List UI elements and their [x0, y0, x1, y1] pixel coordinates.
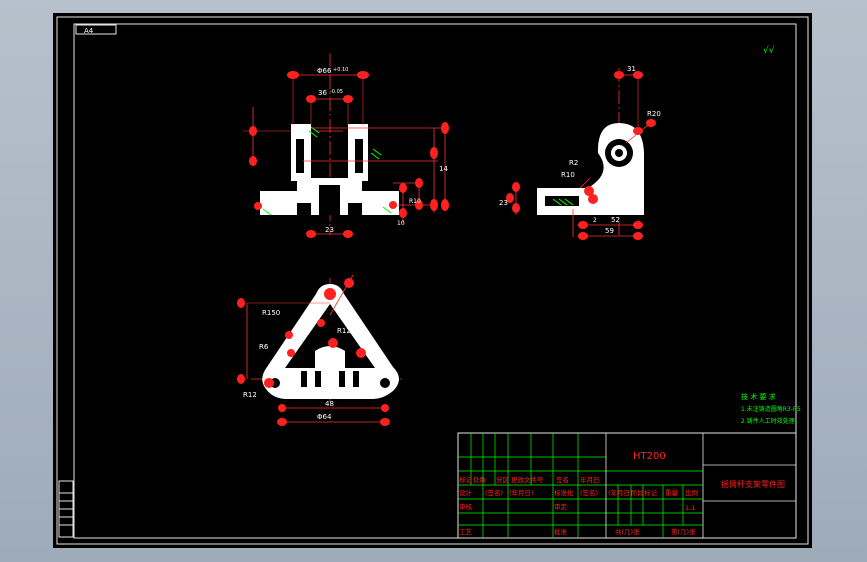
weight-label: 重量 — [665, 489, 679, 497]
design-sign: (签名) — [485, 488, 503, 497]
dim-phi64: Φ64 — [317, 413, 332, 421]
hdr-zone: 分区 — [496, 475, 510, 484]
dim-36-tol: -0.05 — [330, 89, 343, 95]
dim-r6: R6 — [259, 343, 269, 351]
hdr-mark: 标记 — [459, 475, 473, 484]
hdr-docno: 更改文件号 — [511, 475, 544, 484]
tech-note-1: 1.未注铸造圆角R3-R5 — [741, 405, 801, 413]
title-block: HT200 摇臂杆支架零件图 标记 处数 分区 更改文件号 签名 年月日 设计 … — [457, 432, 797, 539]
hdr-count: 处数 — [473, 475, 487, 484]
left-margin-strip — [58, 480, 74, 538]
hdr-date: 年月日 — [580, 475, 600, 484]
corner-tag: A4 — [84, 27, 94, 35]
dim-r2: R2 — [569, 159, 578, 167]
dim-r10: R10 — [409, 198, 421, 205]
side-view: 31 R20 R2 R10 2 52 59 23 — [499, 65, 661, 240]
approve-final-label: 审定 — [554, 502, 568, 511]
dim-14: 14 — [439, 165, 448, 173]
std-sign: (签名) — [580, 488, 598, 497]
approve-label: 批准 — [554, 527, 568, 536]
design-label: 设计 — [459, 488, 473, 497]
hdr-sign: 签名 — [556, 475, 569, 484]
dim-31: 31 — [627, 65, 636, 73]
sheet-number: 第(几)张 — [671, 527, 696, 536]
tech-note-2: 2.铸件人工时效处理 — [741, 417, 795, 425]
scale-value: 1:1 — [685, 504, 695, 512]
dim-59: 59 — [605, 227, 614, 235]
std-date: (年月日) — [608, 488, 633, 497]
drawing-canvas: A4 √√ — [56, 16, 809, 545]
front-view: Φ66 +0.10 36 -0.05 23 14 R10 10 — [243, 53, 449, 238]
dim-r150: R150 — [262, 309, 280, 317]
dim-48: 48 — [325, 400, 334, 408]
dim-10: 10 — [397, 220, 405, 227]
scale-label: 比例 — [685, 488, 698, 497]
review-label: 审核 — [459, 502, 473, 511]
inner-frame — [73, 23, 797, 539]
dim-23: 23 — [325, 226, 334, 234]
dim-52: 52 — [611, 216, 620, 224]
corner-tag-box — [75, 24, 117, 35]
dim-36: 36 — [318, 89, 327, 97]
drawing-sheet[interactable]: A4 √√ — [53, 13, 812, 548]
std-label: 标准化 — [554, 488, 574, 497]
tech-notes-heading: 技 术 要 求 — [741, 392, 776, 401]
stage-label: 阶段标记 — [631, 488, 658, 497]
dim-r10-side: R10 — [561, 171, 575, 179]
dim-phi66: Φ66 — [317, 67, 332, 75]
dim-2: 2 — [593, 217, 597, 224]
dim-23-side: 23 — [499, 199, 508, 207]
top-view: R150 R6 R12 R12 48 Φ64 — [237, 274, 405, 426]
dim-r20: R20 — [647, 110, 661, 118]
part-name: 摇臂杆支架零件图 — [721, 479, 785, 489]
tech-notes: 技 术 要 求 1.未注铸造圆角R3-R5 2.铸件人工时效处理 — [741, 392, 801, 425]
dim-r12-center: R12 — [337, 327, 351, 335]
dim-r12-left: R12 — [243, 391, 257, 399]
design-date: (年月日) — [509, 488, 534, 497]
outer-frame — [56, 16, 809, 545]
dim-phi66-tol: +0.10 — [333, 67, 348, 73]
process-label: 工艺 — [459, 528, 473, 536]
surface-finish-mark: √√ — [763, 45, 775, 56]
material: HT200 — [633, 451, 666, 462]
sheet-total: 共(几)张 — [615, 527, 640, 536]
